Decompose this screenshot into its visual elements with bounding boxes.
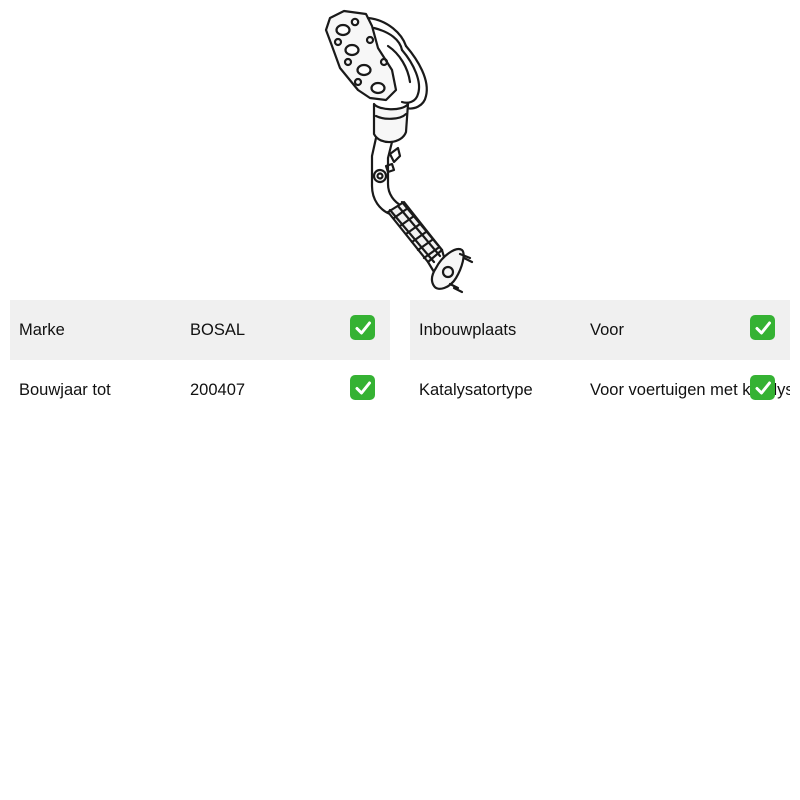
spec-cell-catalyst-type: Katalysatortype Voor voertuigen met kata… (410, 360, 790, 420)
spec-row: Bouwjaar tot 200407 Katalysatortype Voor… (10, 360, 790, 420)
exhaust-manifold-icon (324, 9, 474, 294)
spec-value: 200407 (190, 381, 246, 399)
check-mark-icon (350, 375, 375, 400)
check-mark-icon (750, 375, 775, 400)
spec-label: Katalysatortype (419, 381, 533, 399)
spec-label: Bouwjaar tot (19, 381, 111, 399)
spec-value: Voor voertuigen met katalysator (590, 381, 790, 399)
spec-row: Marke BOSAL Inbouwplaats Voor (10, 300, 790, 360)
check-mark-icon (350, 315, 375, 340)
product-image (310, 6, 490, 294)
spec-value: Voor (590, 321, 624, 339)
spec-value: BOSAL (190, 321, 246, 339)
spec-cell-mounting-position: Inbouwplaats Voor (410, 300, 790, 360)
spec-label: Marke (19, 321, 65, 339)
spec-table: Marke BOSAL Inbouwplaats Voor Bouwjaar t… (10, 300, 790, 420)
spec-cell-brand: Marke BOSAL (10, 300, 390, 360)
spec-label: Inbouwplaats (419, 321, 517, 339)
check-mark-icon (750, 315, 775, 340)
spec-cell-year-to: Bouwjaar tot 200407 (10, 360, 390, 420)
